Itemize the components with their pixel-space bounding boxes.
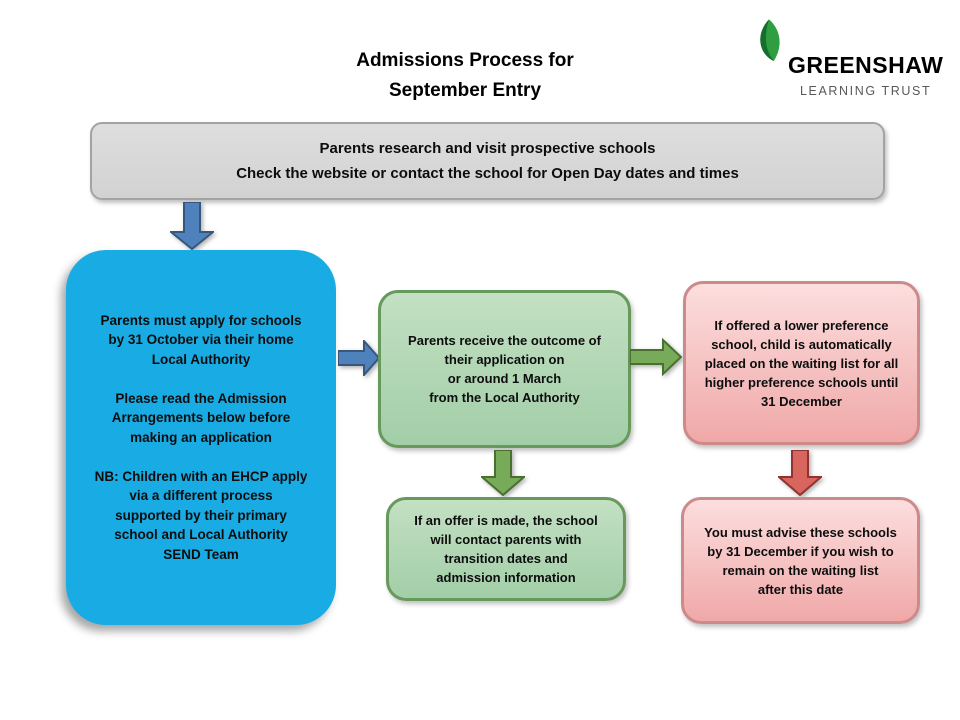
advise-box-text: You must advise these schools by 31 Dece…	[704, 524, 897, 597]
apply-box-text: Parents must apply for schools by 31 Oct…	[94, 312, 308, 562]
apply-box: Parents must apply for schools by 31 Oct…	[66, 250, 336, 625]
arrow-down-waiting-to-advise-icon	[778, 450, 822, 496]
leaf-icon	[760, 19, 780, 61]
arrow-right-apply-to-outcome-icon	[338, 340, 380, 376]
advise-box: You must advise these schools by 31 Dece…	[681, 497, 920, 624]
outcome-box: Parents receive the outcome of their app…	[378, 290, 631, 448]
logo: GREENSHAW LEARNING TRUST	[745, 14, 945, 109]
arrow-down-research-to-apply-icon	[170, 202, 214, 250]
waiting-list-box: If offered a lower preference school, ch…	[683, 281, 920, 445]
offer-box: If an offer is made, the school will con…	[386, 497, 626, 601]
arrow-down-outcome-to-offer-icon	[481, 450, 525, 496]
research-box-text: Parents research and visit prospective s…	[236, 140, 739, 182]
outcome-box-text: Parents receive the outcome of their app…	[408, 333, 601, 405]
offer-box-text: If an offer is made, the school will con…	[414, 513, 598, 585]
waiting-list-box-text: If offered a lower preference school, ch…	[704, 317, 899, 409]
logo-subbrand: LEARNING TRUST	[800, 84, 932, 98]
logo-brand: GREENSHAW	[788, 52, 944, 78]
research-box: Parents research and visit prospective s…	[90, 122, 885, 200]
page-title: Admissions Process for September Entry	[356, 50, 574, 101]
arrow-right-outcome-to-waiting-icon	[630, 338, 682, 376]
